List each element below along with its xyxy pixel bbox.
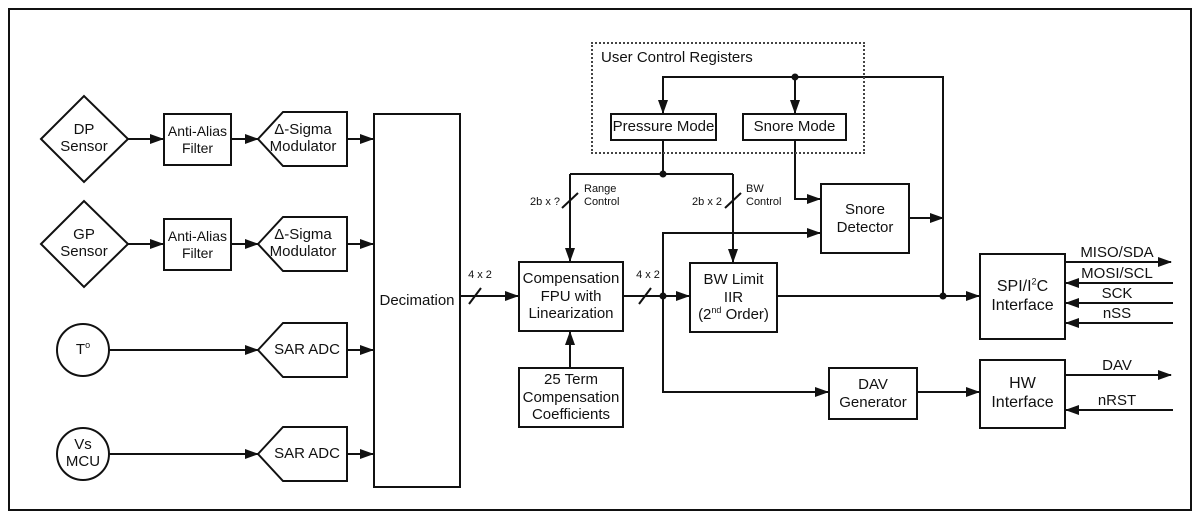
junction-dot-fpu-output [659,292,667,300]
dp-sensor-label: DP Sensor [60,121,108,156]
bus-label-dec-fpu: 4 x 2 [468,269,492,281]
wire-branch-to-dav-generator [662,296,829,397]
anti-alias-filter-2: Anti-Alias Filter [163,218,232,271]
bus-slash-bw [724,192,742,209]
bw-control-label: BW Control [746,183,782,209]
temp-source-label: To [75,340,91,359]
diagram-border [8,8,1192,511]
signal-label-sck: SCK [1101,285,1133,302]
hw-interface-block: HW Interface [979,359,1066,429]
bus-slash-dec-fpu [468,287,482,305]
wire-register-bus-to-pressure-mode [658,76,944,296]
user-control-registers-group: User Control Registers [591,42,865,154]
anti-alias-filter-1: Anti-Alias Filter [163,113,232,166]
bus-slash-fpu-iir [638,287,652,305]
gp-sensor-label: GP Sensor [60,226,108,261]
bus-label-bw-bits: 2b x 2 [692,196,722,208]
user-control-registers-title: User Control Registers [601,49,753,66]
bus-slash-range [561,192,579,209]
pressure-mode-register: Pressure Mode [610,113,717,141]
bus-label-range-bits: 2b x ? [530,196,560,208]
snore-detector-block: Snore Detector [820,183,910,254]
snore-mode-register: Snore Mode [742,113,847,141]
compensation-coefficients-block: 25 Term Compensation Coefficients [518,367,624,428]
signal-label-miso-sda: MISO/SDA [1080,244,1154,261]
junction-dot-spi-input [939,292,947,300]
delta-sigma-2-label: Δ-Sigma Modulator [269,226,337,261]
range-control-label: Range Control [584,183,620,209]
spi-i2c-interface-block: SPI/I2C Interface [979,253,1066,340]
signal-label-nrst: nRST [1097,392,1137,409]
delta-sigma-1-label: Δ-Sigma Modulator [269,121,337,156]
junction-dot-mode-bus [659,170,667,178]
bus-label-fpu-iir: 4 x 2 [636,269,660,281]
signal-label-dav: DAV [1102,357,1132,374]
sar-adc-2-label: SAR ADC [274,445,340,462]
sar-adc-1-label: SAR ADC [274,341,340,358]
compensation-fpu-block: Compensation FPU with Linearization [518,261,624,332]
wire-snoremode-to-detector [794,141,821,204]
decimation-block: Decimation [373,113,461,488]
bw-limit-iir-block: BW Limit IIR (2nd Order) [689,262,778,333]
signal-label-nss: nSS [1102,305,1132,322]
dav-generator-block: DAV Generator [828,367,918,420]
signal-label-mosi-scl: MOSI/SCL [1081,265,1153,282]
vs-mcu-label: Vs MCU [65,436,101,471]
junction-dot-register-bus [791,73,799,81]
wire-branch-to-snore-detector [662,228,821,296]
